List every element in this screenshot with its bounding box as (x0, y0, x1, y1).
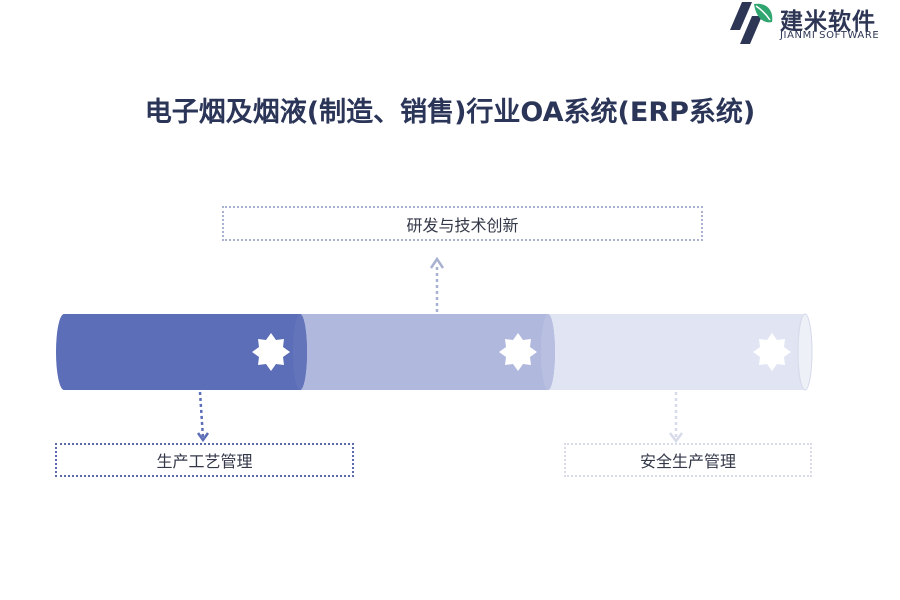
connector-stage-1 (196, 391, 210, 443)
brand-name-en: JIANMI SOFTWARE (780, 30, 880, 41)
stage-1-segment (56, 314, 307, 390)
page-title: 电子烟及烟液(制造、销售)行业OA系统(ERP系统) (144, 97, 756, 128)
gear-icon (252, 333, 290, 371)
stage-3-segment (538, 313, 813, 391)
stage-1-label: 生产工艺管理 (156, 452, 253, 471)
stage-2-segment (300, 314, 555, 390)
brand-logo: 建米软件 JIANMI SOFTWARE (726, 0, 900, 46)
stage-2-label: 研发与技术创新 (406, 215, 519, 235)
connector-stage-3 (669, 392, 683, 444)
stage-3-label-box: 安全生产管理 (564, 443, 812, 477)
jianmi-logo-icon (730, 2, 773, 44)
brand-name-cn: 建米软件 (780, 9, 876, 35)
stage-3-label: 安全生产管理 (639, 452, 736, 471)
stage-2-label-box: 研发与技术创新 (222, 206, 703, 241)
stage-1-label-box: 生产工艺管理 (55, 443, 354, 477)
gear-icon (499, 333, 537, 371)
connector-stage-2 (429, 256, 445, 312)
gear-icon (753, 333, 791, 371)
